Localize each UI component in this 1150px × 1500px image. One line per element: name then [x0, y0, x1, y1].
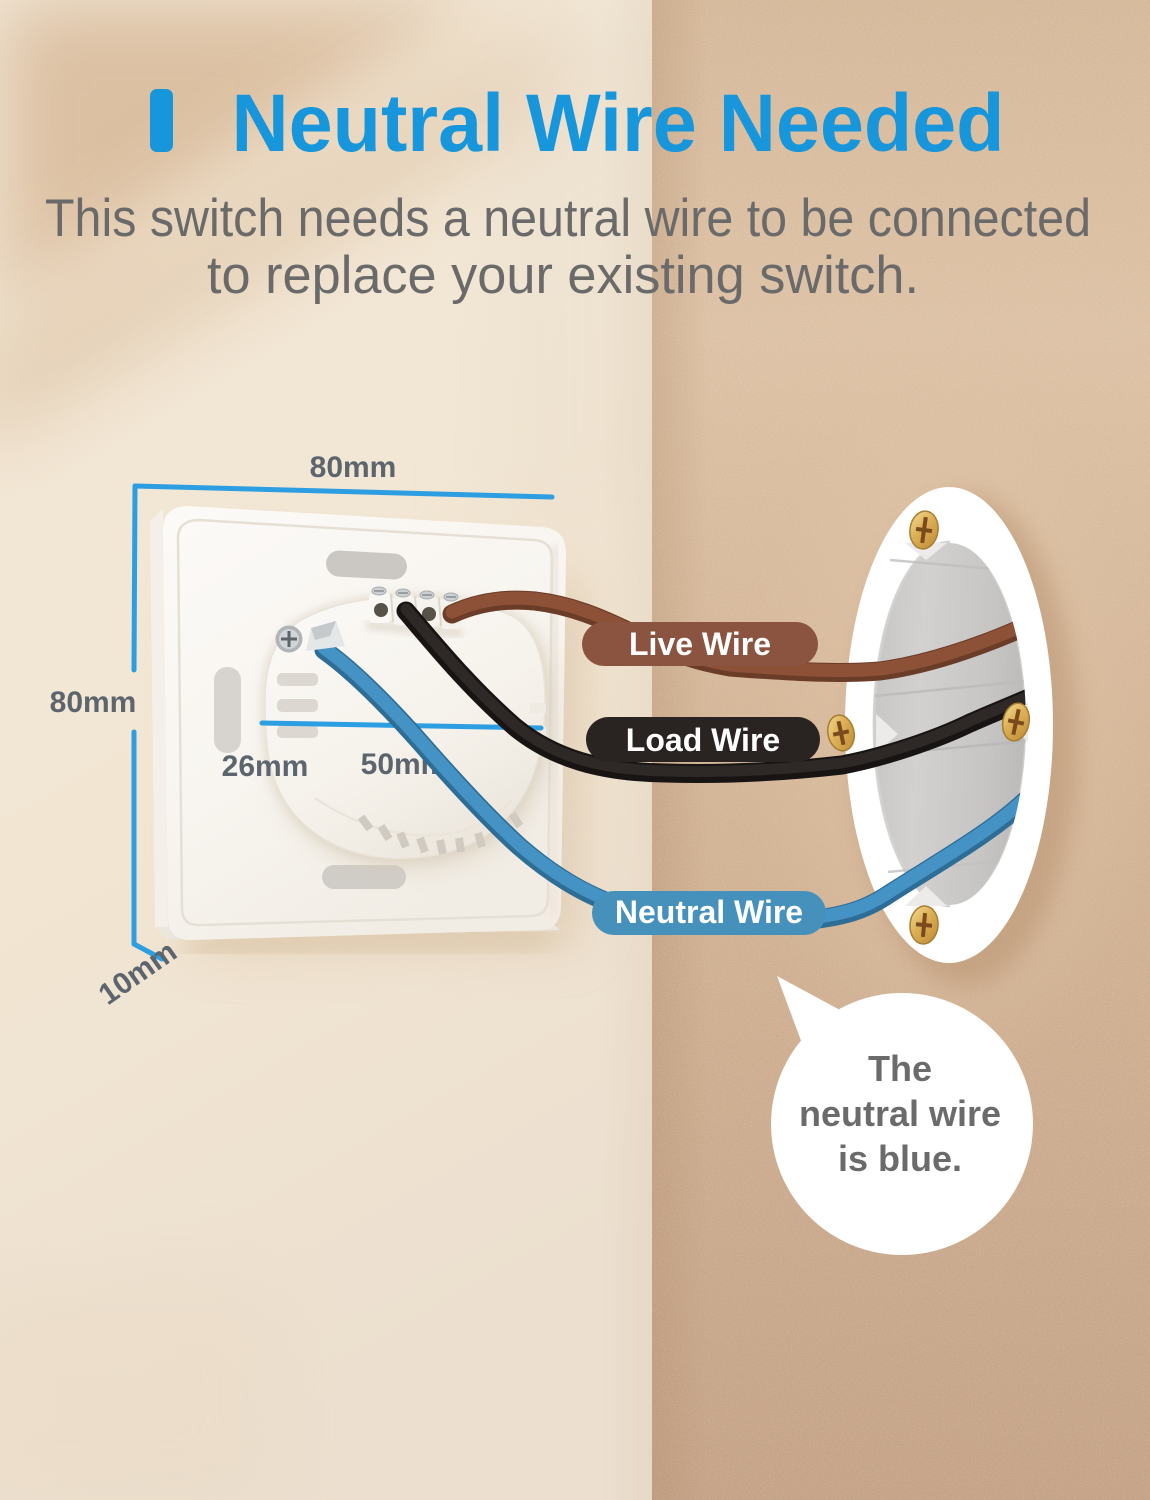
svg-text:Neutral Wire: Neutral Wire — [615, 894, 803, 930]
svg-text:80mm: 80mm — [310, 451, 397, 484]
svg-text:is blue.: is blue. — [838, 1138, 962, 1179]
svg-text:26mm: 26mm — [222, 750, 309, 783]
svg-text:Live Wire: Live Wire — [629, 626, 771, 662]
svg-text:Neutral Wire Needed: Neutral Wire Needed — [232, 78, 1005, 169]
svg-text:The: The — [868, 1048, 932, 1089]
svg-text:This switch needs a neutral wi: This switch needs a neutral wire to be c… — [45, 189, 1091, 248]
svg-text:neutral wire: neutral wire — [799, 1093, 1001, 1134]
svg-text:80mm: 80mm — [50, 686, 137, 719]
svg-text:Load Wire: Load Wire — [626, 722, 780, 758]
svg-text:to replace your existing switc: to replace your existing switch. — [207, 246, 919, 305]
